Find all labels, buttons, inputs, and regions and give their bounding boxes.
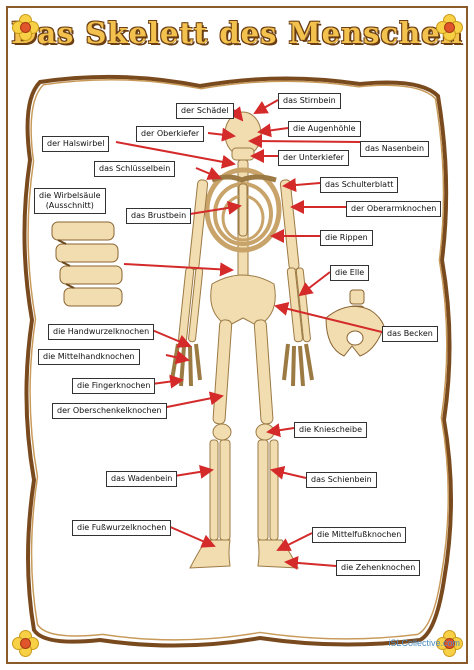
jaw — [231, 147, 255, 161]
label-wirbelsaeule: die Wirbelsäule (Ausschnitt) — [34, 188, 106, 214]
label-schaedel: der Schädel — [176, 103, 234, 119]
label-unterkiefer: der Unterkiefer — [278, 150, 349, 166]
label-fingerknochen: die Fingerknochen — [72, 378, 156, 394]
label-elle: die Elle — [330, 265, 370, 281]
flower-icon — [12, 630, 39, 657]
label-wadenbein: das Wadenbein — [106, 471, 178, 487]
label-schluesselbein: das Schlüsselbein — [94, 161, 176, 177]
label-brustbein: das Brustbein — [126, 208, 192, 224]
label-rippen: die Rippen — [320, 230, 373, 246]
flower-icon — [12, 14, 39, 41]
label-mittelhandknochen: die Mittelhandknochen — [38, 349, 140, 365]
label-becken: das Becken — [382, 326, 438, 342]
label-stirnbein: das Stirnbein — [278, 93, 341, 109]
label-halswirbel: der Halswirbel — [42, 136, 110, 152]
flower-icon — [436, 14, 463, 41]
label-nasenbein: das Nasenbein — [360, 141, 430, 157]
label-handwurzelknochen: die Handwurzelknochen — [48, 324, 155, 340]
pelvis-illustration — [325, 289, 385, 357]
label-oberkiefer: der Oberkiefer — [136, 126, 205, 142]
label-wirbelsaeule-line2: (Ausschnitt) — [45, 201, 94, 210]
spine-excerpt — [51, 221, 123, 307]
page-title: Das Skelett des Menschen — [11, 16, 463, 50]
label-schienbein: das Schienbein — [306, 472, 377, 488]
label-kniescheibe: die Kniescheibe — [294, 422, 368, 438]
label-oberschenkelknochen: der Oberschenkelknochen — [52, 403, 167, 419]
label-oberarmknochen: der Oberarmknochen — [346, 201, 442, 217]
label-fusswurzelknochen: die Fußwurzelknochen — [72, 520, 172, 536]
label-zehenknochen: die Zehenknochen — [336, 560, 421, 576]
flower-icon — [436, 630, 463, 657]
label-mittelfussknochen: die Mittelfußknochen — [312, 527, 407, 543]
label-wirbelsaeule-line1: die Wirbelsäule — [39, 191, 101, 200]
footer-credit: iSLCollective.com — [388, 638, 460, 648]
label-schulterblatt: das Schulterblatt — [320, 177, 399, 193]
label-augenhoehle: die Augenhöhle — [288, 121, 361, 137]
